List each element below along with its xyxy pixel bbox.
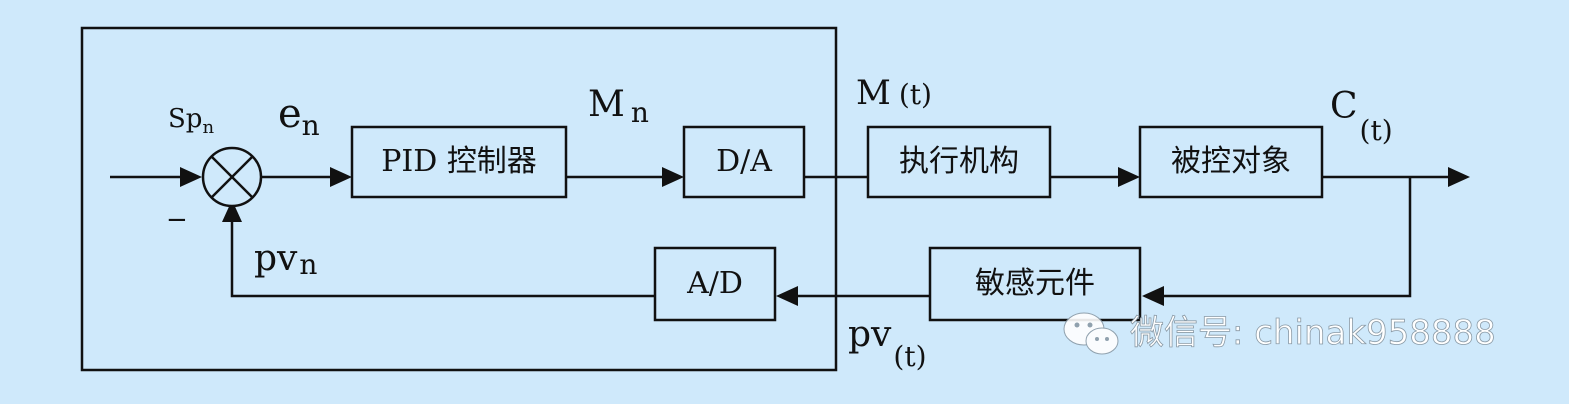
digital-controller-boundary: [80, 26, 838, 372]
summing-junction: [201, 146, 263, 208]
sensor-label: 敏感元件: [975, 266, 1095, 301]
minus-sign: −: [166, 205, 188, 235]
dac-label: D/A: [716, 144, 772, 179]
process-output-label: C(t): [1330, 86, 1393, 147]
adc-input-arrow: [776, 286, 798, 306]
setpoint-arrow: [180, 167, 202, 187]
setpoint-sub: n: [202, 117, 214, 138]
feedback-return-line: [230, 222, 655, 298]
process-output-sub: (t): [1360, 114, 1393, 147]
controlled-object-block: 被控对象: [1138, 125, 1324, 199]
actuator-output-arrow: [1118, 167, 1140, 187]
error-arrow: [330, 167, 352, 187]
controller-output-arrow: [662, 167, 684, 187]
actuator-label: 执行机构: [899, 144, 1019, 179]
wechat-icon: [1063, 312, 1119, 355]
error-sub: n: [302, 109, 320, 142]
adc-label: A/D: [686, 266, 743, 301]
process-output-main: C: [1330, 86, 1358, 127]
dac-block: D/A: [682, 125, 806, 199]
feedback-sub: n: [299, 248, 317, 281]
feedback-label: pvn: [254, 238, 317, 281]
feedback-takeoff-line: [1164, 177, 1412, 298]
setpoint-label: Spn: [168, 104, 214, 138]
setpoint-main: Sp: [168, 104, 202, 134]
controlled-object-label: 被控对象: [1171, 144, 1291, 179]
sensor-block: 敏感元件: [928, 246, 1142, 322]
adc-block: A/D: [653, 246, 777, 322]
manipulated-variable-label: M(t): [856, 73, 932, 113]
feedback-main: pv: [254, 238, 298, 279]
measured-variable-sub: (t): [893, 340, 926, 373]
actuator-block: 执行机构: [866, 125, 1052, 199]
feedback-arrow: [222, 200, 242, 222]
pid-controller-label: PID 控制器: [381, 144, 537, 179]
process-output-arrow: [1448, 167, 1470, 187]
wechat-watermark: 微信号: chinak958888: [1063, 312, 1496, 355]
manipulated-variable-main: M: [856, 73, 891, 113]
measured-variable-label: pv(t): [848, 314, 927, 373]
error-main: e: [278, 91, 302, 137]
measured-variable-main: pv: [848, 314, 892, 355]
error-label: en: [278, 91, 320, 142]
pid-controller-block: PID 控制器: [350, 125, 568, 199]
watermark-text: 微信号: chinak958888: [1130, 313, 1496, 353]
sensor-input-arrow: [1142, 286, 1164, 306]
manipulated-variable-sub: (t): [899, 78, 932, 111]
controller-output-sub: n: [631, 96, 649, 129]
controller-output-main: M: [588, 84, 625, 125]
